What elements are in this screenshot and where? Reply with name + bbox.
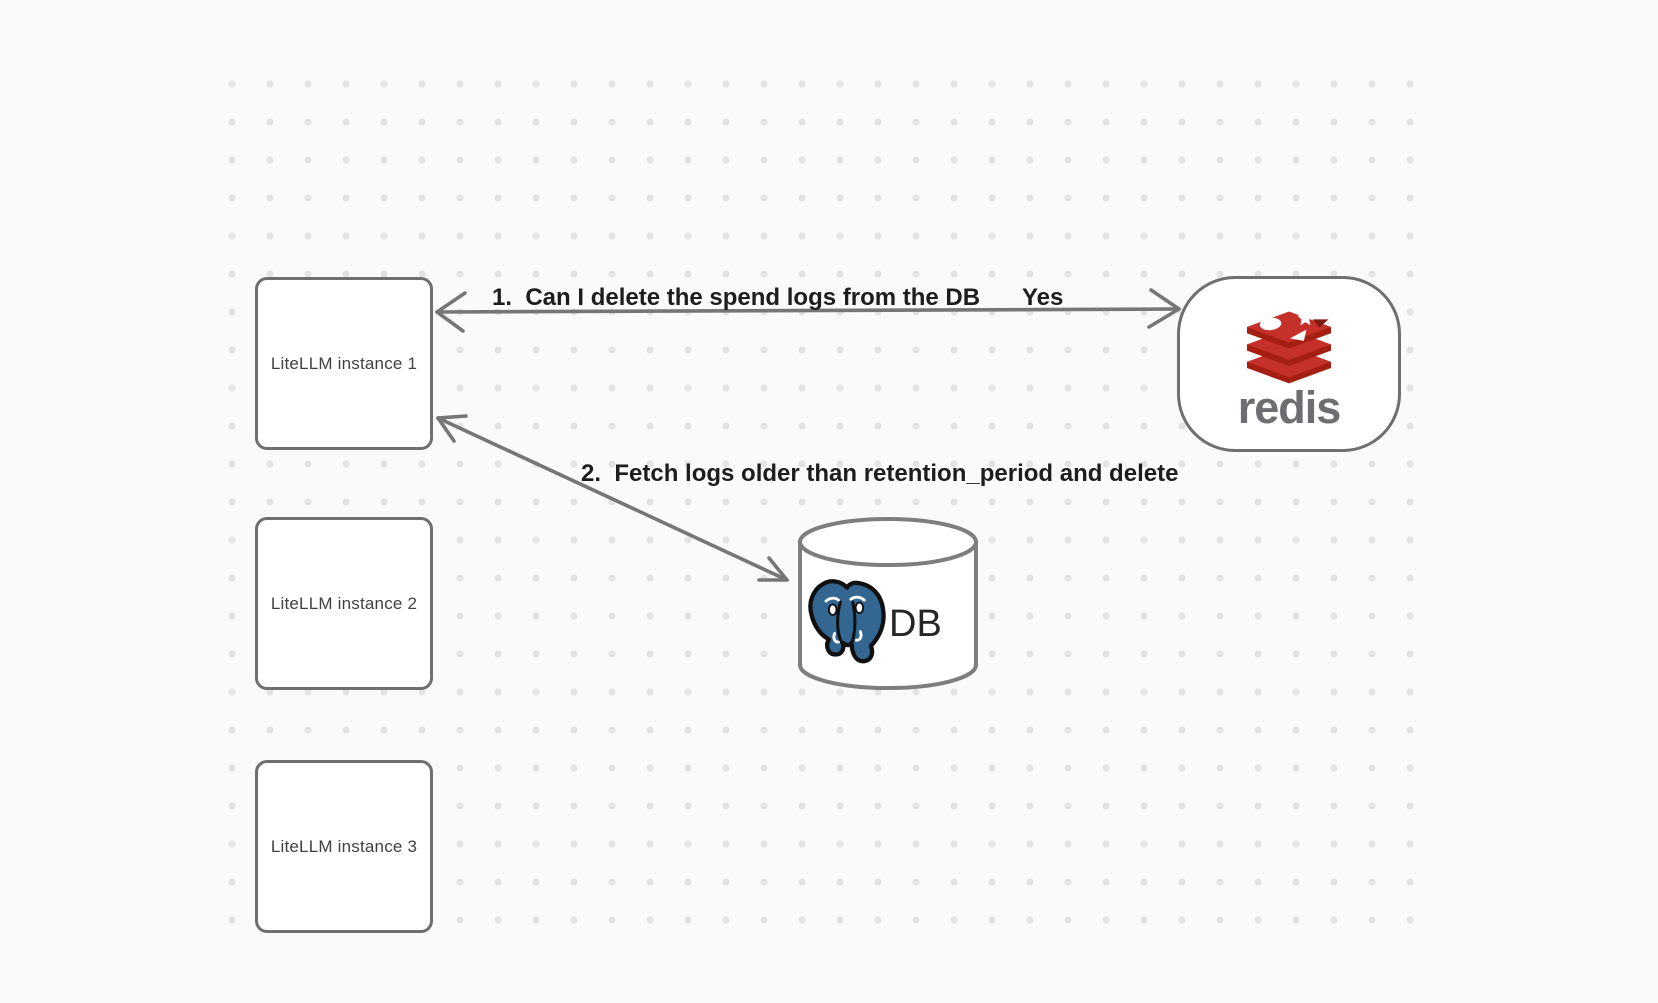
arrow-2-head-bottom bbox=[757, 556, 789, 582]
arrow-2[interactable] bbox=[436, 414, 789, 582]
elephant-brow-right bbox=[849, 595, 866, 602]
elephant-eye-right bbox=[854, 601, 865, 614]
elephant-head bbox=[808, 579, 886, 664]
arrow-1-head-right bbox=[1147, 288, 1181, 329]
elephant-tusk-left bbox=[832, 632, 840, 644]
arrow-2-shaft bbox=[436, 416, 789, 582]
arrow-1-shaft bbox=[435, 307, 1180, 314]
arrow-2-head-top bbox=[436, 414, 468, 443]
node-litellm-instance-2[interactable]: LiteLLM instance 2 bbox=[255, 517, 433, 690]
arrow-1[interactable] bbox=[435, 288, 1181, 333]
redis-slab-top bbox=[1247, 309, 1331, 349]
elephant-eye-left bbox=[827, 603, 838, 616]
arrow-1-answer: Yes bbox=[1022, 284, 1064, 311]
node-litellm-instance-3[interactable]: LiteLLM instance 3 bbox=[255, 760, 433, 933]
elephant-tusk-right bbox=[855, 630, 863, 642]
node-label: LiteLLM instance 1 bbox=[270, 353, 418, 373]
arrow-1-label: 1. Can I delete the spend logs from the … bbox=[492, 284, 981, 311]
db-cylinder-top bbox=[798, 517, 978, 567]
node-label: LiteLLM instance 2 bbox=[270, 593, 418, 613]
arrow-2-label: 2. Fetch logs older than retention_perio… bbox=[581, 460, 1179, 487]
db-label: DB bbox=[889, 602, 942, 645]
elephant-brow-left bbox=[824, 596, 840, 603]
node-litellm-instance-1[interactable]: LiteLLM instance 1 bbox=[255, 277, 433, 450]
redis-logo-icon bbox=[1247, 309, 1331, 384]
arrow-1-head-left bbox=[435, 291, 467, 333]
node-db-content: DB bbox=[806, 579, 981, 669]
postgresql-logo-icon bbox=[808, 579, 886, 664]
node-label: LiteLLM instance 3 bbox=[270, 836, 418, 856]
elephant-trunk-left-line bbox=[836, 600, 843, 644]
node-redis[interactable]: redis bbox=[1177, 276, 1401, 452]
redis-wordmark: redis bbox=[1237, 382, 1342, 433]
elephant-trunk-curl bbox=[839, 638, 855, 647]
elephant-trunk-right-line bbox=[851, 600, 857, 642]
